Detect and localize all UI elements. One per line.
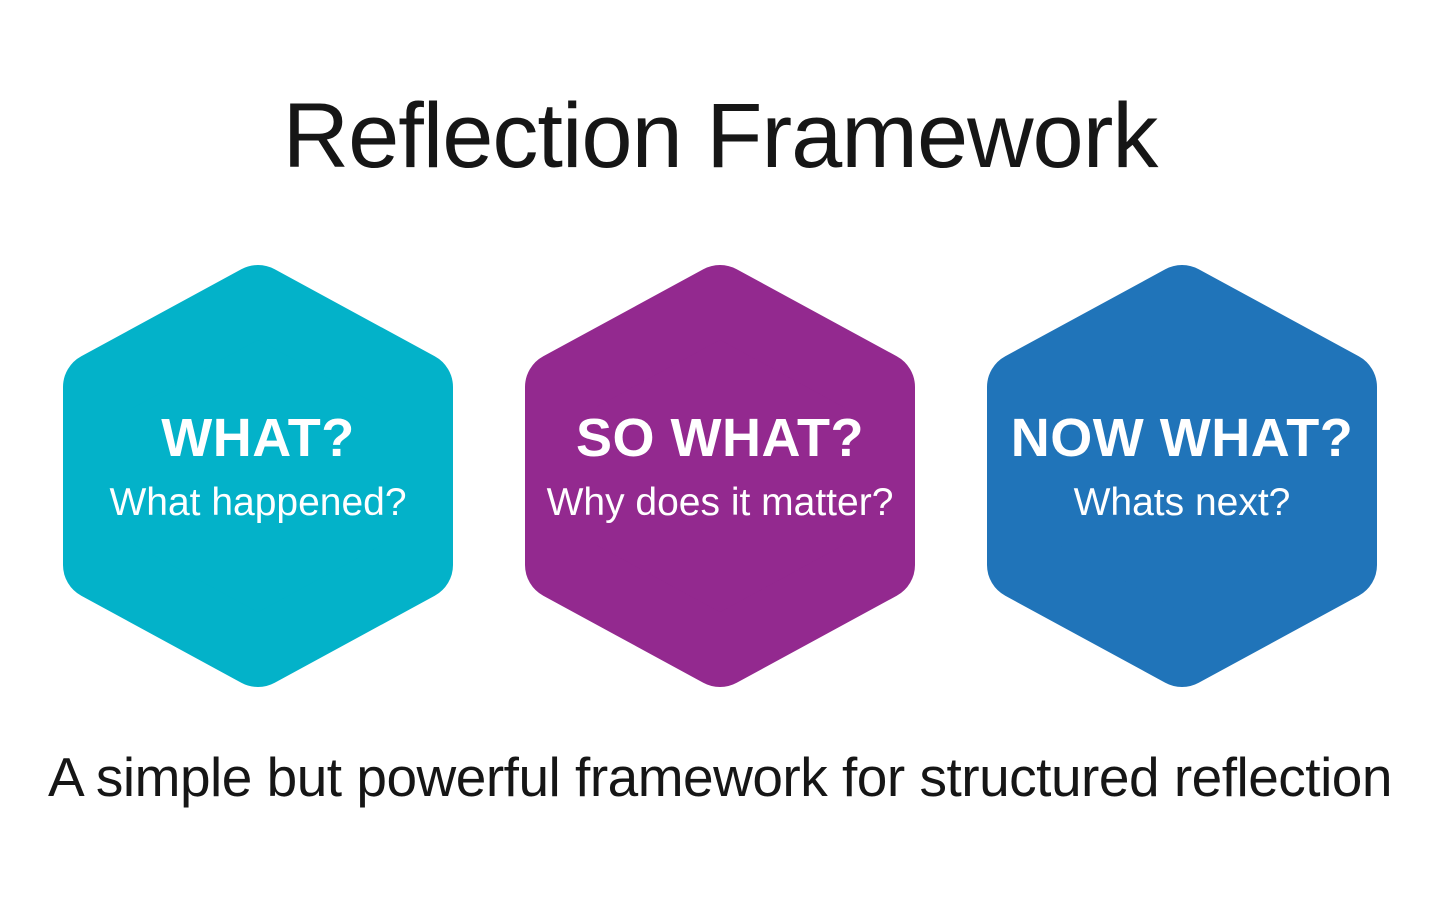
hexagon-text: SO WHAT? Why does it matter? [525, 251, 915, 683]
footer-caption: A simple but powerful framework for stru… [47, 746, 1393, 808]
hexagon-shape-icon [987, 265, 1377, 687]
hexagon-subtext: Why does it matter? [546, 480, 894, 524]
hexagon-subtext: What happened? [109, 480, 407, 524]
hexagon-heading: SO WHAT? [576, 408, 864, 469]
hexagon-subtext: Whats next? [1073, 480, 1291, 524]
page-title: Reflection Framework [282, 85, 1159, 187]
hexagon-what: WHAT? What happened? [63, 260, 453, 692]
hexagon-heading: NOW WHAT? [1010, 408, 1354, 469]
hexagon-so-what: SO WHAT? Why does it matter? [525, 260, 915, 692]
hexagon-text: NOW WHAT? Whats next? [987, 251, 1377, 683]
hexagon-text: WHAT? What happened? [63, 251, 453, 683]
hexagon-shape-icon [525, 265, 915, 687]
hexagon-row: WHAT? What happened? SO WHAT? Why does i… [0, 260, 1440, 692]
hexagon-now-what: NOW WHAT? Whats next? [987, 260, 1377, 692]
hexagon-heading: WHAT? [161, 408, 355, 469]
hexagon-shape-icon [63, 265, 453, 687]
